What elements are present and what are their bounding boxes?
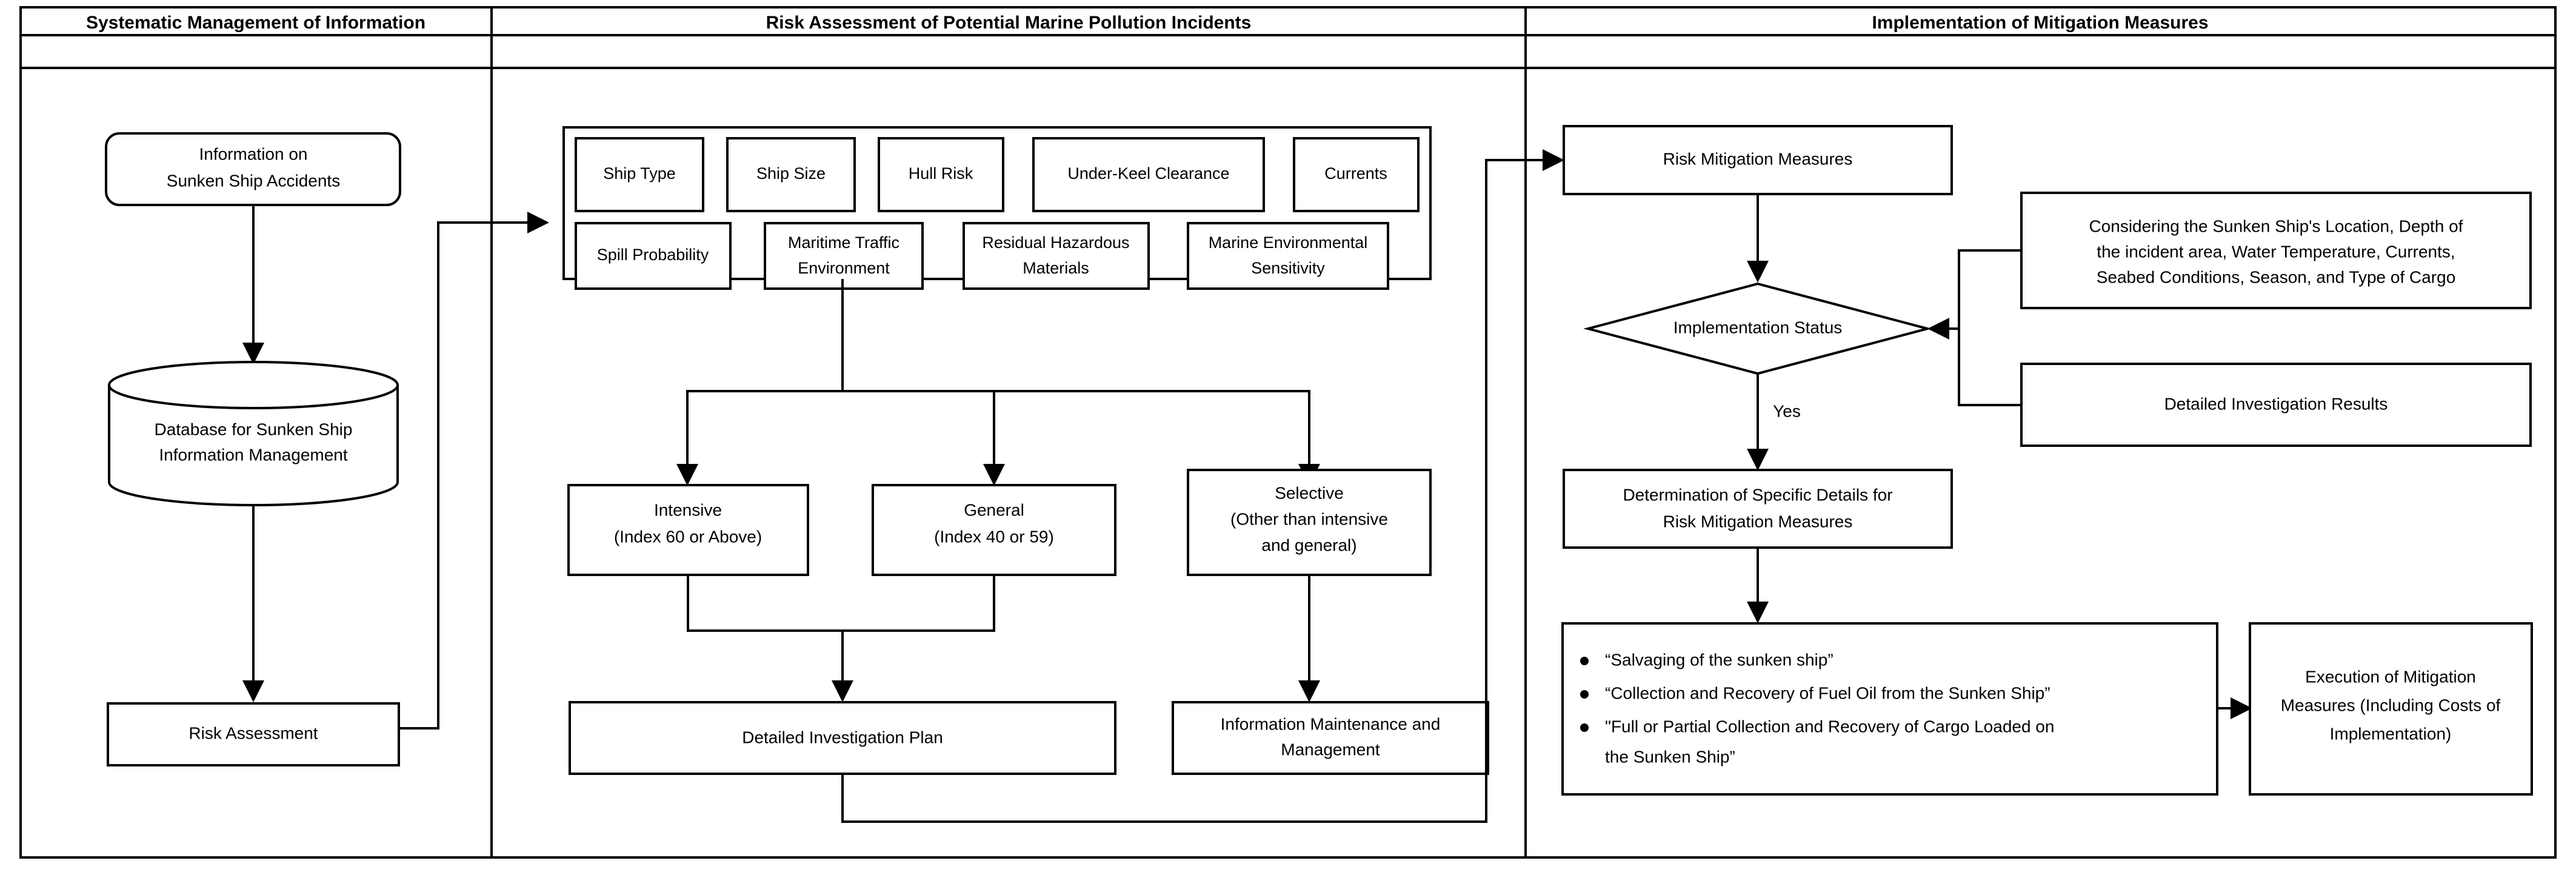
node-detailed-results-label: Detailed Investigation Results bbox=[2164, 394, 2388, 413]
factor-spill-probability[interactable] bbox=[575, 222, 732, 290]
bullet-item-3-line2: the Sunken Ship” bbox=[1605, 747, 1735, 766]
factor-residual-hazardous-materials[interactable] bbox=[963, 222, 1150, 290]
factor-hull-risk-label: Hull Risk bbox=[909, 164, 973, 183]
bullet-marker-3 bbox=[1580, 723, 1589, 732]
factor-marine-environmental-sensitivity[interactable] bbox=[1187, 222, 1389, 290]
node-risk-mitigation-measures-label: Risk Mitigation Measures bbox=[1663, 149, 1853, 168]
node-detailed-investigation-results[interactable] bbox=[2020, 363, 2532, 447]
bullet-item-3-line1: "Full or Partial Collection and Recovery… bbox=[1605, 717, 2054, 736]
node-measures-bullet-list[interactable] bbox=[1561, 622, 2218, 796]
node-selective-line3: and general) bbox=[1261, 535, 1356, 554]
node-considering-conditions[interactable] bbox=[2020, 192, 2532, 309]
node-selective-line2: (Other than intensive bbox=[1230, 509, 1388, 528]
edge-label-yes: Yes bbox=[1773, 401, 1801, 420]
factor-under-keel-clearance[interactable] bbox=[1032, 137, 1265, 212]
connector-factors-to-intensive bbox=[676, 279, 844, 486]
factor-ship-size-label: Ship Size bbox=[756, 164, 826, 183]
node-execution-line3: Implementation) bbox=[2330, 724, 2452, 743]
node-intensive-line2: (Index 60 or Above) bbox=[614, 527, 762, 546]
factor-spill-probability-label: Spill Probability bbox=[597, 246, 709, 264]
node-general-line2: (Index 40 or 59) bbox=[934, 527, 1054, 546]
connector-risk-assessment-to-factors bbox=[399, 212, 549, 729]
factor-marine-sensitivity-line2: Sensitivity bbox=[1251, 259, 1325, 277]
node-risk-assessment-label: Risk Assessment bbox=[189, 723, 318, 742]
column-header-systematic: Systematic Management of Information bbox=[86, 13, 425, 33]
node-implementation-status-label: Implementation Status bbox=[1673, 318, 1843, 337]
node-detailed-investigation-plan[interactable] bbox=[569, 701, 1116, 775]
node-selective-line1: Selective bbox=[1275, 483, 1344, 502]
node-classification-general[interactable] bbox=[872, 484, 1116, 576]
connector-considering-to-status bbox=[1927, 249, 2021, 340]
node-database-cylinder-body[interactable] bbox=[108, 384, 399, 506]
node-risk-assessment[interactable] bbox=[107, 702, 400, 766]
node-general-line1: General bbox=[964, 500, 1024, 519]
factor-currents-label: Currents bbox=[1324, 164, 1387, 183]
connector-plan-to-risk-mitigation bbox=[841, 149, 1564, 823]
node-classification-selective[interactable] bbox=[1187, 469, 1432, 576]
node-execution-of-mitigation-measures[interactable] bbox=[2249, 622, 2533, 796]
column-header-mitigation: Implementation of Mitigation Measures bbox=[1872, 13, 2208, 33]
node-determination-of-specific-details[interactable] bbox=[1563, 469, 1953, 549]
factor-ship-type-label: Ship Type bbox=[603, 164, 676, 183]
factor-maritime-traffic-environment[interactable] bbox=[764, 222, 924, 290]
bullet-item-1-line1: “Salvaging of the sunken ship” bbox=[1605, 650, 1834, 669]
node-database-line2: Information Management bbox=[159, 445, 348, 464]
connector-factors-to-selective bbox=[843, 390, 1320, 486]
node-info-maintenance-line1: Information Maintenance and bbox=[1221, 714, 1441, 733]
column-header-risk-assessment: Risk Assessment of Potential Marine Poll… bbox=[766, 13, 1252, 33]
node-considering-line3: Seabed Conditions, Season, and Type of C… bbox=[2097, 267, 2456, 286]
factor-ship-type[interactable] bbox=[575, 137, 704, 212]
node-info-accidents-line1: Information on bbox=[199, 144, 308, 163]
factor-under-keel-clearance-label: Under-Keel Clearance bbox=[1067, 164, 1229, 183]
factor-residual-hazardous-line2: Materials bbox=[1023, 259, 1089, 277]
node-info-maintenance-line2: Management bbox=[1281, 740, 1380, 759]
factor-currents[interactable] bbox=[1293, 137, 1420, 212]
connector-intensive-to-plan bbox=[687, 575, 853, 702]
factor-residual-hazardous-line1: Residual Hazardous bbox=[982, 233, 1129, 252]
bullet-marker-1 bbox=[1580, 657, 1589, 665]
node-information-maintenance-management[interactable] bbox=[1172, 701, 1489, 775]
node-database-cylinder-top bbox=[108, 361, 399, 409]
factor-hull-risk[interactable] bbox=[878, 137, 1004, 212]
bullet-marker-2 bbox=[1580, 690, 1589, 699]
node-considering-line2: the incident area, Water Temperature, Cu… bbox=[2097, 242, 2455, 261]
diagram-outer-frame bbox=[19, 6, 2557, 859]
node-database-line1: Database for Sunken Ship bbox=[155, 420, 353, 438]
node-info-accidents-line2: Sunken Ship Accidents bbox=[167, 171, 340, 190]
node-determination-line1: Determination of Specific Details for bbox=[1623, 485, 1892, 504]
node-execution-line1: Execution of Mitigation bbox=[2305, 667, 2476, 686]
node-determination-line2: Risk Mitigation Measures bbox=[1663, 512, 1853, 531]
factor-maritime-traffic-line1: Maritime Traffic bbox=[788, 233, 899, 252]
factor-marine-sensitivity-line1: Marine Environmental bbox=[1209, 233, 1368, 252]
node-execution-line2: Measures (Including Costs of bbox=[2281, 696, 2501, 714]
connector-factors-to-general bbox=[843, 390, 1005, 486]
factor-ship-size[interactable] bbox=[726, 137, 856, 212]
node-detailed-plan-label: Detailed Investigation Plan bbox=[742, 728, 943, 746]
node-intensive-line1: Intensive bbox=[654, 500, 722, 519]
connector-general-to-plan bbox=[843, 575, 995, 632]
factor-maritime-traffic-line2: Environment bbox=[798, 259, 890, 277]
connector-results-to-status bbox=[1958, 329, 2021, 406]
node-considering-line1: Considering the Sunken Ship's Location, … bbox=[2089, 216, 2463, 235]
bullet-item-2-line1: “Collection and Recovery of Fuel Oil fro… bbox=[1605, 683, 2050, 702]
